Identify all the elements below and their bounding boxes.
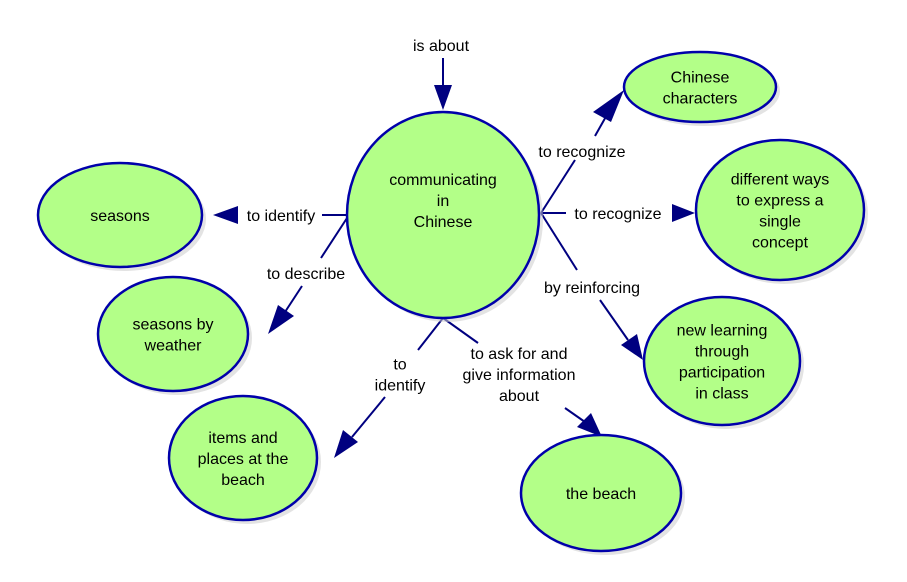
link-label-to-describe[interactable]: to describe	[267, 266, 345, 283]
link-text-line: to describe	[267, 266, 345, 283]
concept-new-learning-text: new learning through participation in class	[677, 323, 768, 403]
concept-seasons-by-weather[interactable]: seasons by weather	[96, 275, 252, 395]
concept-different-ways[interactable]: different ways to express a single concept	[694, 138, 868, 284]
concept-the-beach[interactable]: the beach	[519, 433, 685, 555]
concept-different-ways-text: different ways to express a single concept	[731, 172, 829, 252]
concept-text-line: places at the	[198, 451, 289, 468]
concept-the-beach-shape[interactable]	[519, 433, 683, 553]
link-label-to-identify-items[interactable]: to identify	[375, 357, 426, 395]
arrowhead-new-learning	[621, 334, 643, 360]
concept-the-beach-text: the beach	[566, 486, 636, 503]
link-label-to-ask-for-and-give[interactable]: to ask for and give information about	[463, 346, 576, 405]
concept-text-line: new learning	[677, 323, 768, 340]
edge-to-seasons-by-weather-lower	[284, 285, 303, 313]
concept-items-and-places[interactable]: items and places at the beach	[167, 394, 321, 524]
concept-text-line: single	[759, 214, 801, 231]
link-text-line: to recognize	[574, 206, 661, 223]
edge-to-items-and-places-upper	[417, 317, 444, 351]
concept-text-line: weather	[144, 338, 203, 355]
concept-chinese-characters-text: Chinese characters	[663, 70, 738, 108]
arrowhead-seasons	[213, 206, 238, 224]
concept-central-shape[interactable]	[345, 110, 541, 320]
link-text-line: to ask for and	[471, 346, 568, 363]
edge-to-the-beach-lower	[564, 407, 586, 423]
concept-seasons-text: seasons	[90, 208, 150, 225]
concept-text-line: Chinese	[671, 70, 730, 87]
link-label-to-identify-seasons[interactable]: to identify	[247, 208, 315, 225]
link-label-to-recognize-ways[interactable]: to recognize	[574, 206, 661, 223]
concept-new-learning-shape[interactable]	[642, 295, 802, 427]
arrowhead-items-and-places	[334, 430, 358, 458]
concept-items-and-places-shape[interactable]	[167, 394, 319, 522]
concept-text-line: characters	[663, 91, 738, 108]
concept-chinese-characters-shape[interactable]	[622, 50, 778, 124]
concept-items-and-places-text: items and places at the beach	[198, 430, 289, 489]
arrowhead-the-beach	[577, 413, 602, 437]
link-label-to-recognize-characters[interactable]: to recognize	[538, 144, 625, 161]
concept-text-line: different ways	[731, 172, 829, 189]
link-text-line: identify	[375, 378, 426, 395]
concept-seasons[interactable]: seasons	[36, 161, 206, 271]
concept-seasons-by-weather-text: seasons by weather	[133, 317, 214, 355]
arrowhead-is-about	[434, 85, 452, 110]
link-text-line: about	[499, 388, 540, 405]
edge-to-new-learning-upper	[540, 212, 578, 271]
link-text-line: give information	[463, 367, 576, 384]
concept-text-line: items and	[208, 430, 277, 447]
edge-to-new-learning-lower	[599, 299, 629, 341]
concept-text-line: the beach	[566, 486, 636, 503]
edges-layer	[213, 58, 695, 458]
edge-to-the-beach-upper	[442, 317, 479, 344]
concept-text-line: communicating	[389, 172, 497, 189]
link-labels-layer: is about to recognize to recognize to id…	[247, 38, 662, 405]
concept-text-line: in	[437, 193, 449, 210]
link-text-line: to	[393, 357, 406, 374]
arrowhead-chinese-characters	[593, 90, 624, 122]
edge-to-chinese-characters-lower	[540, 159, 576, 214]
concept-chinese-characters[interactable]: Chinese characters	[622, 50, 780, 126]
concept-text-line: concept	[752, 235, 809, 252]
concept-text-line: in class	[695, 386, 748, 403]
arrowhead-different-ways	[672, 204, 695, 222]
link-text-line: is about	[413, 38, 470, 55]
link-text-line: to identify	[247, 208, 315, 225]
concept-text-line: beach	[221, 472, 265, 489]
link-label-by-reinforcing[interactable]: by reinforcing	[544, 280, 640, 297]
concept-text-line: Chinese	[414, 214, 473, 231]
edge-to-seasons-by-weather-upper	[320, 214, 350, 259]
concept-different-ways-shape[interactable]	[694, 138, 866, 282]
concept-text-line: through	[695, 344, 749, 361]
concept-seasons-shape[interactable]	[36, 161, 204, 269]
concept-new-learning[interactable]: new learning through participation in class	[642, 295, 804, 429]
concept-text-line: seasons by	[133, 317, 214, 334]
arrowhead-seasons-by-weather	[268, 305, 294, 334]
concept-text-line: participation	[679, 365, 765, 382]
concept-text-line: seasons	[90, 208, 150, 225]
concept-text-line: to express a	[736, 193, 823, 210]
concept-seasons-by-weather-shape[interactable]	[96, 275, 250, 393]
link-text-line: to recognize	[538, 144, 625, 161]
link-label-is-about[interactable]: is about	[413, 38, 470, 55]
link-text-line: by reinforcing	[544, 280, 640, 297]
edge-to-items-and-places-lower	[351, 396, 386, 438]
